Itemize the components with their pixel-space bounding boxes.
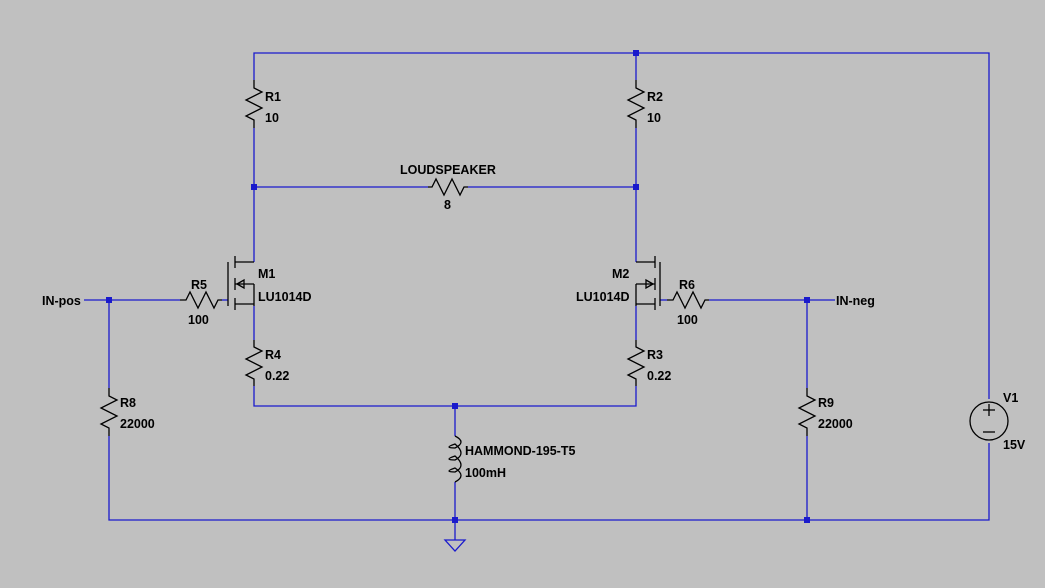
resistor-r6[interactable]: R6 100 [667, 278, 709, 327]
resistor-r4-name: R4 [265, 348, 281, 362]
resistor-loudspeaker-zigzag-icon [428, 177, 468, 197]
voltage-source-v1-name: V1 [1003, 391, 1018, 405]
junction-top [633, 50, 639, 56]
resistor-r5-name: R5 [191, 278, 207, 292]
resistor-r2[interactable]: R2 10 [626, 80, 663, 128]
resistor-r1[interactable]: R1 10 [244, 80, 281, 128]
inductor-l1[interactable]: HAMMOND-195-T5 100mH [448, 435, 575, 483]
mosfet-m2[interactable]: M2 LU1014D [576, 256, 661, 310]
resistor-r5[interactable]: R5 100 [180, 278, 222, 327]
resistor-r2-value: 10 [647, 111, 661, 125]
junction-in-pos [106, 297, 112, 303]
mosfet-m1[interactable]: M1 LU1014D [227, 256, 312, 310]
wire-top-rail [253, 52, 990, 399]
resistor-r8-name: R8 [120, 396, 136, 410]
junction-bottom-r9 [804, 517, 810, 523]
resistor-r1-zigzag-icon [244, 80, 264, 128]
mosfet-m2-symbol-icon [635, 256, 661, 310]
mosfet-m1-symbol-icon [227, 256, 255, 310]
resistor-r3-zigzag-icon [626, 340, 646, 386]
resistor-r1-name: R1 [265, 90, 281, 104]
resistor-r3[interactable]: R3 0.22 [626, 340, 671, 386]
junctions [106, 50, 810, 523]
resistor-r9-name: R9 [818, 396, 834, 410]
junction-source [452, 403, 458, 409]
resistor-r6-name: R6 [679, 278, 695, 292]
resistor-r9[interactable]: R9 22000 [797, 388, 853, 436]
junction-in-neg [804, 297, 810, 303]
mosfet-m1-name: M1 [258, 267, 275, 281]
wire-source-node [253, 386, 637, 407]
ground-icon [443, 539, 467, 552]
ground-symbol[interactable] [443, 539, 467, 552]
inductor-l1-name: HAMMOND-195-T5 [465, 444, 575, 458]
resistor-r5-zigzag-icon [180, 290, 222, 310]
resistor-r6-zigzag-icon [667, 290, 709, 310]
voltage-source-v1-value: 15V [1003, 438, 1026, 452]
resistor-r5-value: 100 [188, 313, 209, 327]
resistor-loudspeaker-value: 8 [444, 198, 451, 212]
resistor-r1-value: 10 [265, 111, 279, 125]
inductor-coil-icon [448, 435, 462, 483]
mosfet-m1-model: LU1014D [258, 290, 312, 304]
junction-speaker-left [251, 184, 257, 190]
junction-speaker-right [633, 184, 639, 190]
resistor-r6-value: 100 [677, 313, 698, 327]
resistor-r3-value: 0.22 [647, 369, 671, 383]
resistor-loudspeaker[interactable]: LOUDSPEAKER 8 [400, 163, 496, 212]
resistor-loudspeaker-name: LOUDSPEAKER [400, 163, 496, 177]
resistor-r4-value: 0.22 [265, 369, 289, 383]
mosfet-m2-name: M2 [612, 267, 629, 281]
inductor-l1-value: 100mH [465, 466, 506, 480]
resistor-r9-zigzag-icon [797, 388, 817, 436]
wires [84, 52, 990, 540]
resistor-r4[interactable]: R4 0.22 [244, 340, 289, 386]
resistor-r4-zigzag-icon [244, 340, 264, 386]
resistor-r8-zigzag-icon [99, 388, 119, 436]
voltage-source-v1[interactable]: V1 15V [969, 391, 1026, 452]
resistor-r3-name: R3 [647, 348, 663, 362]
net-label-in-pos: IN-pos [42, 294, 81, 308]
resistor-r8[interactable]: R8 22000 [99, 388, 155, 436]
junction-bottom-gnd [452, 517, 458, 523]
mosfet-m2-model: LU1014D [576, 290, 630, 304]
resistor-r9-value: 22000 [818, 417, 853, 431]
wire-bottom-rail [108, 436, 990, 521]
resistor-r2-name: R2 [647, 90, 663, 104]
voltage-source-icon [969, 401, 1009, 441]
resistor-r2-zigzag-icon [626, 80, 646, 128]
resistor-r8-value: 22000 [120, 417, 155, 431]
net-label-in-neg: IN-neg [836, 294, 875, 308]
